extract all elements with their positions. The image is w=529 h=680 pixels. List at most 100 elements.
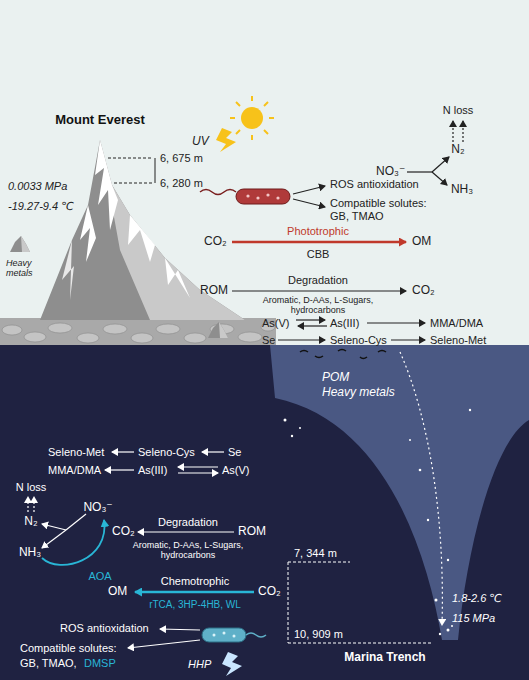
label: N₂: [451, 143, 464, 157]
bacterium-bottom: [202, 628, 266, 676]
sinking-particles: [291, 435, 293, 437]
sun-and-uv: [230, 96, 274, 140]
sinking-particles: [299, 427, 301, 429]
bacterium-top: [200, 190, 236, 195]
top-arrows: [407, 171, 432, 172]
sinking-particles: [451, 625, 453, 627]
background: [0, 345, 529, 680]
label: Compatible solutes: GB, TMAO: [330, 197, 438, 222]
label: 115 MPa: [452, 612, 495, 625]
sinking-particles: [469, 409, 471, 411]
bottom-arrows: [128, 640, 200, 648]
label: UV: [192, 135, 209, 149]
top-arrows: [232, 290, 406, 291]
label: 10, 909 m: [294, 628, 343, 641]
label: HHP: [188, 658, 211, 671]
label: Aromatic, D-AAs, L-Sugars, hydrocarbons: [128, 540, 248, 561]
label: 7, 344 m: [294, 547, 337, 560]
sinking-particles: [284, 419, 287, 422]
sinking-particles: [360, 357, 367, 359]
label: 6, 280 m: [160, 177, 203, 190]
label: CBB: [307, 248, 330, 261]
label: NH₃: [19, 546, 41, 560]
bottom-arrows: [42, 520, 104, 565]
label: Degradation: [158, 516, 218, 529]
label: Compatible solutes:: [20, 642, 117, 655]
label: As(III): [138, 464, 167, 477]
sinking-particles: [439, 633, 441, 635]
depth-lines: [288, 562, 350, 563]
sinking-particles: [315, 356, 323, 358]
depth-lines: [288, 562, 289, 643]
label: CO₂: [112, 525, 135, 539]
sun-and-uv: [251, 96, 253, 101]
label: ROM: [200, 284, 228, 298]
label: CO₂: [258, 585, 281, 599]
label: ROS antioxidation: [60, 622, 149, 635]
label: GB, TMAO,: [20, 657, 77, 670]
top-arrows: [232, 241, 406, 244]
background: [0, 0, 529, 345]
top-arrows: [298, 325, 327, 326]
sinking-particles: [400, 352, 442, 625]
label: OM: [412, 235, 431, 249]
mountain: [128, 215, 155, 262]
sinking-particles: [300, 351, 308, 353]
label: 6, 675 m: [160, 152, 203, 165]
top-arrows: [452, 121, 453, 142]
top-arrows: [293, 186, 325, 194]
bacterium-top: [200, 189, 290, 204]
depth-lines: [288, 643, 432, 644]
bacterium-top: [276, 196, 279, 199]
top-arrows: [391, 339, 425, 340]
sinking-particles: [378, 351, 386, 353]
bacterium-top: [256, 196, 259, 199]
mountain: [100, 140, 245, 320]
top-arrows: [367, 322, 425, 323]
top-arrows: [232, 121, 463, 340]
label: As(V): [222, 464, 250, 477]
top-arrows: [293, 199, 325, 207]
sinking-particles: [447, 629, 450, 632]
label: -19.27-9.4 ℃: [8, 200, 74, 213]
sinking-particles: [284, 409, 472, 635]
rock-icon: [208, 322, 228, 338]
bacterium-top: [236, 189, 290, 204]
label: ROM: [238, 525, 266, 539]
top-arrows: [432, 172, 447, 185]
label: N loss: [443, 104, 474, 117]
mountain: [24, 332, 46, 342]
bacterium-bottom: [213, 634, 216, 637]
bottom-arrows: [138, 531, 234, 532]
top-arrows: [296, 319, 325, 320]
label: NH₃: [451, 183, 473, 197]
mountain: [95, 140, 118, 230]
bacterium-top: [266, 193, 269, 196]
bottom-arrows: [28, 452, 254, 648]
top-arrows: [432, 157, 449, 172]
height-bracket: [155, 158, 156, 183]
sun-and-uv: [216, 128, 236, 152]
label: CO₂: [412, 284, 435, 298]
label: Heavy metals: [6, 258, 46, 279]
bacterium-top: [246, 193, 279, 199]
mountain: [184, 333, 206, 343]
sun-and-uv: [236, 102, 240, 106]
mountain: [103, 324, 127, 334]
mountain: [77, 333, 99, 343]
label: Heavy metals: [322, 386, 395, 400]
bacterium-bottom: [246, 633, 266, 637]
label: Phototrophic: [287, 225, 349, 238]
mountain: [2, 323, 275, 343]
sinking-particles: [409, 439, 411, 441]
bottom-arrows: [105, 469, 134, 470]
sun-and-uv: [264, 102, 268, 106]
mountain: [156, 324, 180, 334]
bottom-arrows: [178, 466, 218, 467]
label: Chemotrophic: [161, 575, 229, 588]
bottom-arrows: [42, 524, 66, 530]
bottom-arrows: [135, 591, 254, 594]
mountain: [62, 240, 74, 300]
bottom-arrows: [202, 451, 224, 452]
